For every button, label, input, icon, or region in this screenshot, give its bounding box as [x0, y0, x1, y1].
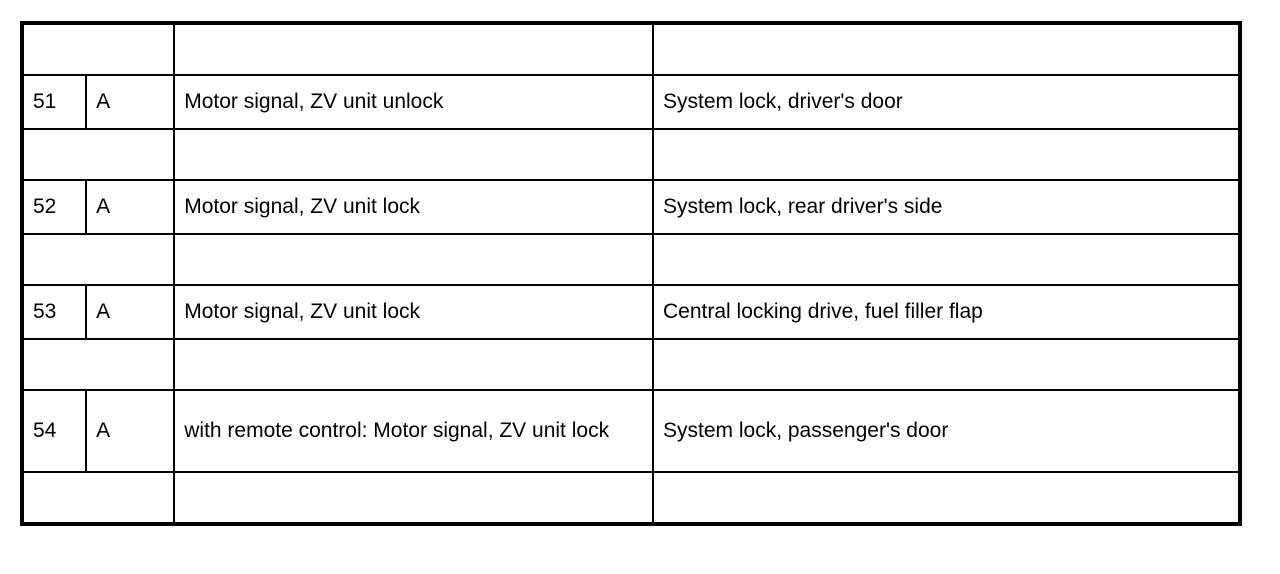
cell-number-code-blank	[20, 128, 176, 181]
cell-target	[652, 471, 1241, 525]
cell-description: Motor signal, ZV unit lock	[173, 284, 655, 340]
cell-description	[173, 22, 655, 76]
cell-code: A	[85, 179, 176, 235]
cell-number: 51	[20, 74, 88, 130]
cell-number: 54	[20, 389, 88, 473]
cell-target: System lock, passenger's door	[652, 389, 1241, 473]
table-row: 52 A Motor signal, ZV unit lock System l…	[20, 179, 1241, 235]
cell-code: A	[85, 389, 176, 473]
cell-target	[652, 22, 1241, 76]
cell-target	[652, 128, 1241, 181]
cell-description: Motor signal, ZV unit lock	[173, 179, 655, 235]
cell-number-code-blank	[20, 22, 176, 76]
cell-target	[652, 338, 1241, 391]
table-row: 51 A Motor signal, ZV unit unlock System…	[20, 74, 1241, 130]
cell-target	[652, 233, 1241, 286]
table-row: 53 A Motor signal, ZV unit lock Central …	[20, 284, 1241, 340]
table-body: 51 A Motor signal, ZV unit unlock System…	[20, 22, 1241, 525]
wiring-legend-table: 51 A Motor signal, ZV unit unlock System…	[20, 21, 1242, 526]
table-row	[20, 22, 1241, 76]
table-row	[20, 338, 1241, 391]
table-row	[20, 233, 1241, 286]
cell-description	[173, 338, 655, 391]
cell-description	[173, 233, 655, 286]
cell-number-code-blank	[20, 471, 176, 525]
cell-target: System lock, rear driver's side	[652, 179, 1241, 235]
cell-target: Central locking drive, fuel filler flap	[652, 284, 1241, 340]
cell-number: 53	[20, 284, 88, 340]
cell-description	[173, 471, 655, 525]
cell-description: with remote control: Motor signal, ZV un…	[173, 389, 655, 473]
cell-target: System lock, driver's door	[652, 74, 1241, 130]
cell-description: Motor signal, ZV unit unlock	[173, 74, 655, 130]
table-row	[20, 471, 1241, 525]
table-row	[20, 128, 1241, 181]
cell-code: A	[85, 284, 176, 340]
cell-number-code-blank	[20, 233, 176, 286]
table-row: 54 A with remote control: Motor signal, …	[20, 389, 1241, 473]
cell-number-code-blank	[20, 338, 176, 391]
cell-description	[173, 128, 655, 181]
cell-code: A	[85, 74, 176, 130]
cell-number: 52	[20, 179, 88, 235]
